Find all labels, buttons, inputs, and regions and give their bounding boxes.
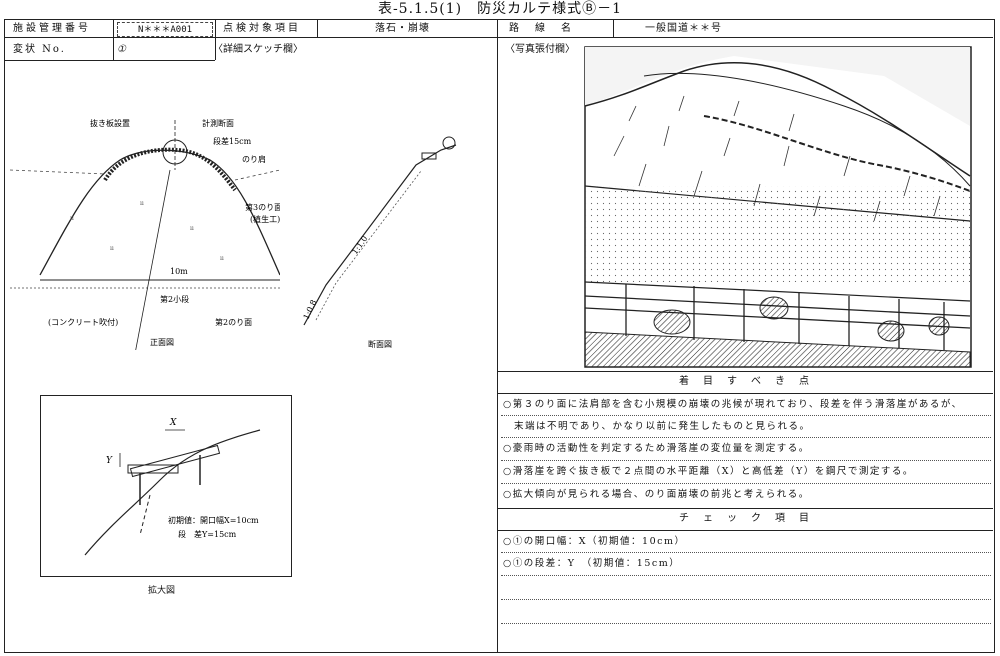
width-label: 10m — [170, 267, 188, 276]
zoom-view-frame — [40, 395, 292, 577]
front-view-label: 正面図 — [150, 338, 174, 347]
variant-row-divider — [5, 60, 215, 61]
rule-line — [501, 623, 991, 624]
section-view-label: 断面図 — [368, 339, 392, 349]
initial-step-label: 段 差Y=15cm — [178, 529, 237, 539]
svg-text:ıı: ıı — [140, 200, 144, 207]
ratio-upper-label: 1:1.0 — [350, 234, 369, 256]
zoom-view-drawing: X Y 初期値：開口幅X=10cm 段 差Y=15cm — [84, 418, 261, 556]
header-col-divider — [113, 20, 114, 37]
svg-text:ıı: ıı — [70, 215, 74, 222]
rule-line — [501, 460, 991, 461]
header-row-divider — [5, 37, 993, 38]
ratio-lower-label: 1:0.8 — [302, 298, 319, 320]
header-col-divider — [317, 20, 318, 37]
section-label: 計測断面 — [202, 118, 234, 128]
initial-width-label: 初期値：開口幅X=10cm — [168, 515, 259, 525]
notes-top-divider — [497, 371, 993, 372]
svg-text:ıı: ıı — [220, 255, 224, 262]
variant-label: 変状 No. — [13, 44, 66, 55]
route-value: 一般国道＊＊号 — [645, 23, 722, 34]
svg-text:ıı: ıı — [190, 225, 194, 232]
item-label: 点検対象項目 — [223, 23, 301, 34]
facility-label: 施設管理番号 — [13, 23, 91, 34]
concrete-label: (コンクリート吹付) — [48, 317, 118, 327]
svg-text:ıı: ıı — [110, 245, 114, 252]
notes-heading-divider — [497, 393, 993, 394]
check-heading: チ ェ ッ ク 項 目 — [679, 513, 811, 524]
third-slope-sub-label: (植生工) — [250, 214, 280, 224]
rule-line — [501, 599, 991, 600]
berm-label: 第2小段 — [160, 294, 189, 304]
check-line: ○①の段差：Y （初期値：15cm） — [503, 558, 681, 569]
note-line: ○豪雨時の活動性を判定するため滑落崖の変位量を測定する。 — [503, 443, 810, 454]
rule-line — [501, 437, 991, 438]
document-title: 表-5.1.5(1) 防災カルテ様式Ⓑ－1 — [377, 1, 623, 17]
note-line: 末端は不明であり、かなり以前に発生したものと見られる。 — [503, 421, 811, 432]
second-slope-label: 第2のり面 — [215, 317, 252, 327]
check-heading-divider — [497, 530, 993, 531]
third-slope-label: 第3のり面 — [245, 202, 280, 212]
zoom-view-label: 拡大図 — [148, 586, 176, 596]
check-top-divider — [497, 508, 993, 509]
variant-value: ① — [117, 44, 126, 55]
slope-photo-drawing — [584, 46, 972, 368]
note-line: ○第３のり面に法肩部を含む小規模の崩壊の兆候が現れており、段差を伴う滑落崖がある… — [503, 399, 963, 410]
plank-label: 抜き板設置 — [90, 118, 130, 128]
sketch-label: 〈詳細スケッチ欄〉 — [213, 44, 303, 55]
photo-label: 〈写真張付欄〉 — [505, 44, 575, 55]
shoulder-label: のり肩 — [242, 154, 266, 164]
note-line: ○拡大傾向が見られる場合、のり面崩壊の前兆と考えられる。 — [503, 489, 810, 500]
check-line: ○①の開口幅：X（初期値：10cm） — [503, 536, 686, 547]
y-label: Y — [106, 456, 113, 466]
section-view-drawing: 1:1.0 1:0.8 断面図 — [302, 136, 457, 349]
main-col-divider — [497, 20, 498, 652]
rule-line — [501, 415, 991, 416]
rule-line — [501, 575, 991, 576]
rule-line — [501, 552, 991, 553]
header-col-divider — [613, 20, 614, 37]
variant-col-divider — [113, 37, 114, 60]
header-col-divider — [215, 20, 216, 60]
facility-value: N＊＊＊A001 — [117, 22, 213, 37]
step-label: 段差15cm — [213, 136, 252, 146]
note-line: ○滑落崖を跨ぐ抜き板で２点間の水平距離（X）と高低差（Y）を鋼尺で測定する。 — [503, 466, 914, 477]
item-value: 落石・崩壊 — [375, 23, 430, 34]
front-view-drawing: ıı ıı ıı ıı ıı 抜き板設置 計測断面 段差15cm のり肩 第3のり面 (… — [10, 118, 280, 350]
rule-line — [501, 483, 991, 484]
disaster-record-sheet: 施設管理番号 N＊＊＊A001 点検対象項目 落石・崩壊 路 線 名 一般国道＊… — [4, 19, 995, 653]
route-label: 路 線 名 — [509, 23, 574, 34]
notes-heading: 着 目 す べ き 点 — [679, 376, 811, 387]
x-label: X — [169, 418, 177, 428]
